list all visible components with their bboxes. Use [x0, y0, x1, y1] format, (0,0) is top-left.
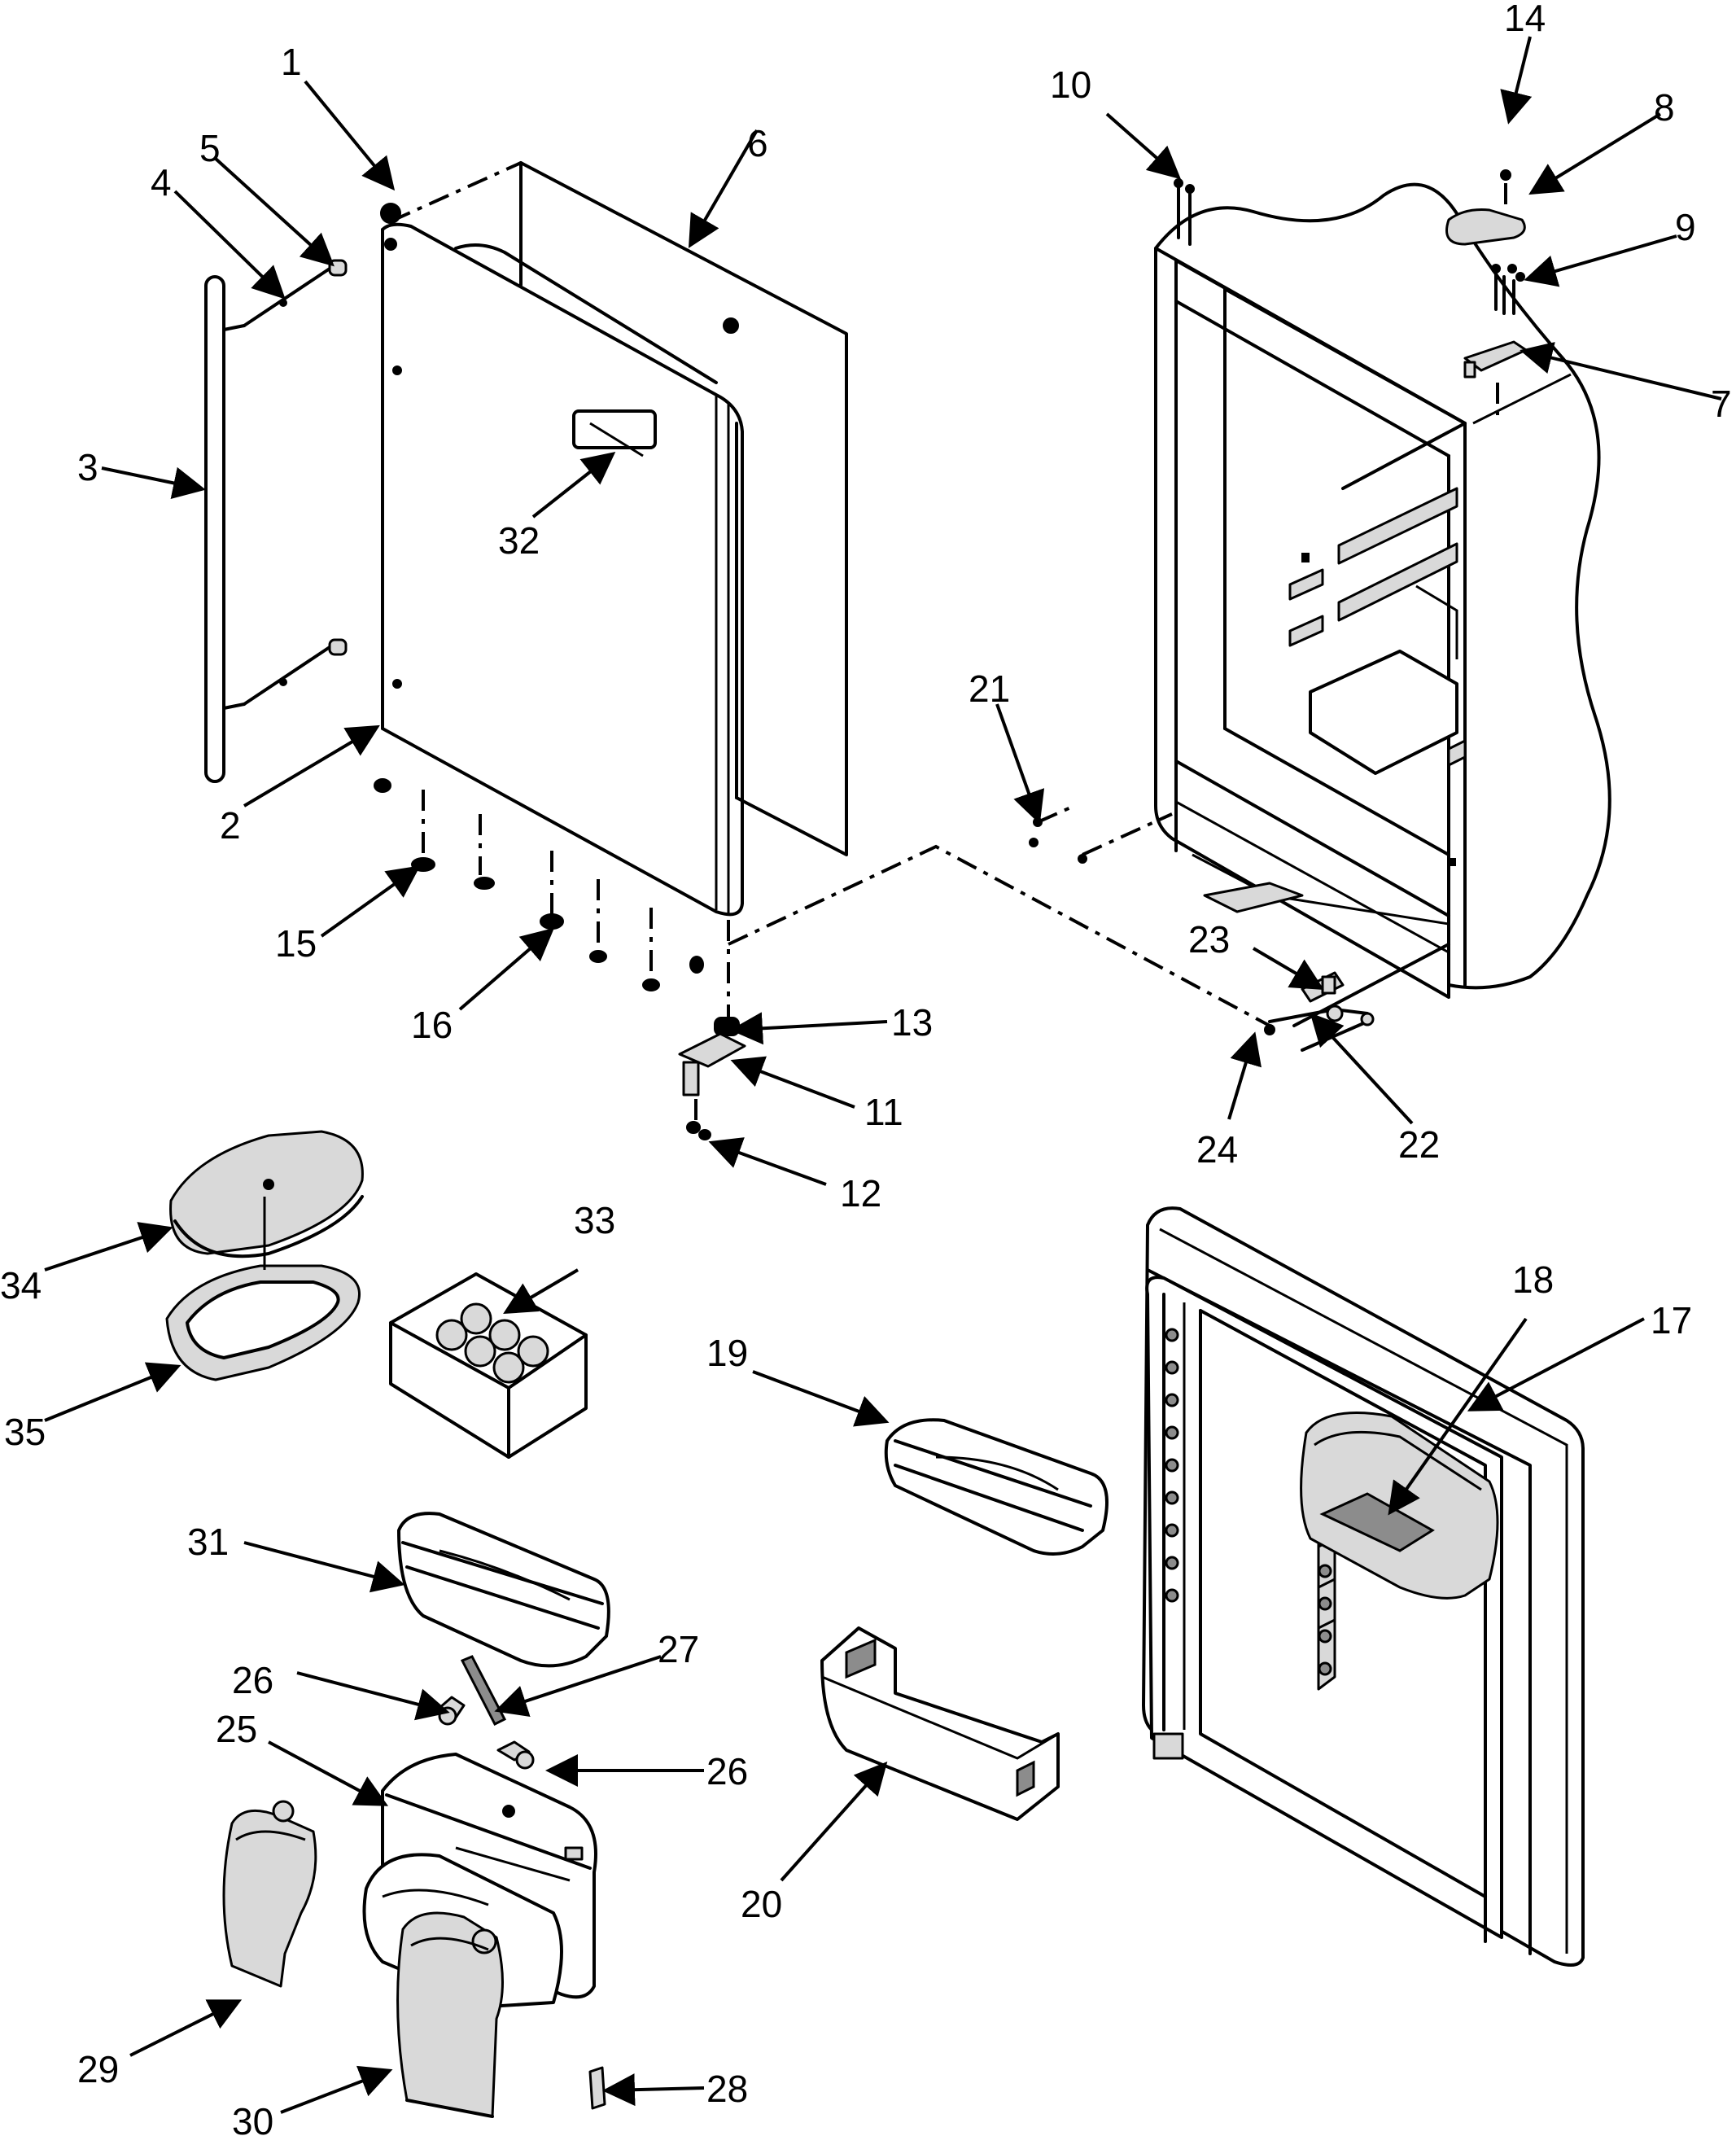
- inner-door-liner: [1142, 1206, 1585, 1967]
- callout-29: 29: [77, 2048, 119, 2090]
- callout-5: 5: [199, 127, 221, 169]
- cabinet-screws: [1174, 178, 1195, 246]
- door-gasket: [519, 161, 848, 856]
- callout-15: 15: [275, 922, 317, 965]
- ice-bucket-clips: [438, 1655, 535, 1770]
- door-bin-large: [397, 1512, 610, 1668]
- callout-2: 2: [220, 804, 241, 847]
- callout-21: 21: [969, 668, 1010, 710]
- callout-3: 3: [77, 446, 98, 488]
- callout-20: 20: [741, 1883, 782, 1925]
- callout-31: 31: [187, 1521, 229, 1563]
- callout-19: 19: [706, 1332, 748, 1374]
- callout-18: 18: [1512, 1258, 1554, 1301]
- callout-32: 32: [498, 519, 540, 562]
- callout-34: 34: [0, 1264, 42, 1307]
- callout-17: 17: [1651, 1299, 1692, 1342]
- callout-12: 12: [840, 1172, 881, 1215]
- callout-16: 16: [411, 1004, 453, 1046]
- assembly-guide-line: [728, 844, 1270, 1027]
- door-hinge-bushing: [374, 203, 746, 1140]
- callout-6: 6: [747, 122, 768, 164]
- callout-11: 11: [864, 1091, 903, 1133]
- callout-22: 22: [1398, 1123, 1440, 1166]
- callout-7: 7: [1711, 383, 1732, 425]
- cabinet-top-hinge: [1445, 169, 1528, 415]
- callout-1: 1: [281, 41, 302, 83]
- assembly-guide-line: [390, 161, 522, 223]
- callout-24: 24: [1196, 1128, 1238, 1171]
- door-handle: [204, 259, 348, 783]
- callout-10: 10: [1050, 63, 1091, 106]
- callout-33: 33: [574, 1199, 615, 1241]
- outer-door-panel: [381, 222, 744, 917]
- callout-25: 25: [216, 1708, 257, 1750]
- ice-bucket-left-half: [222, 1800, 317, 1988]
- callout-9: 9: [1675, 206, 1696, 248]
- liner-shelf-studs: [1165, 1328, 1332, 1676]
- ice-bucket-front: [396, 1911, 504, 2118]
- callout-26a: 26: [232, 1659, 273, 1701]
- callout-13: 13: [891, 1001, 933, 1044]
- crisper-cover: [169, 1130, 364, 1258]
- callout-27: 27: [658, 1628, 699, 1670]
- small-clip: [588, 2066, 606, 2110]
- callout-8: 8: [1654, 86, 1675, 129]
- callout-35: 35: [4, 1411, 46, 1453]
- door-bin-shelf: [820, 1626, 1060, 1821]
- egg-tray: [389, 1272, 588, 1459]
- callout-23: 23: [1188, 918, 1230, 961]
- refrigerator-cabinet: [1154, 182, 1611, 999]
- callout-26b: 26: [706, 1750, 748, 1792]
- callout-30: 30: [232, 2100, 273, 2136]
- door-bin-small: [884, 1418, 1109, 1556]
- callout-14: 14: [1504, 0, 1546, 39]
- crisper-tray: [165, 1197, 361, 1381]
- callout-4: 4: [151, 161, 172, 204]
- callout-28: 28: [706, 2068, 748, 2110]
- leader-lines: [44, 36, 1722, 2114]
